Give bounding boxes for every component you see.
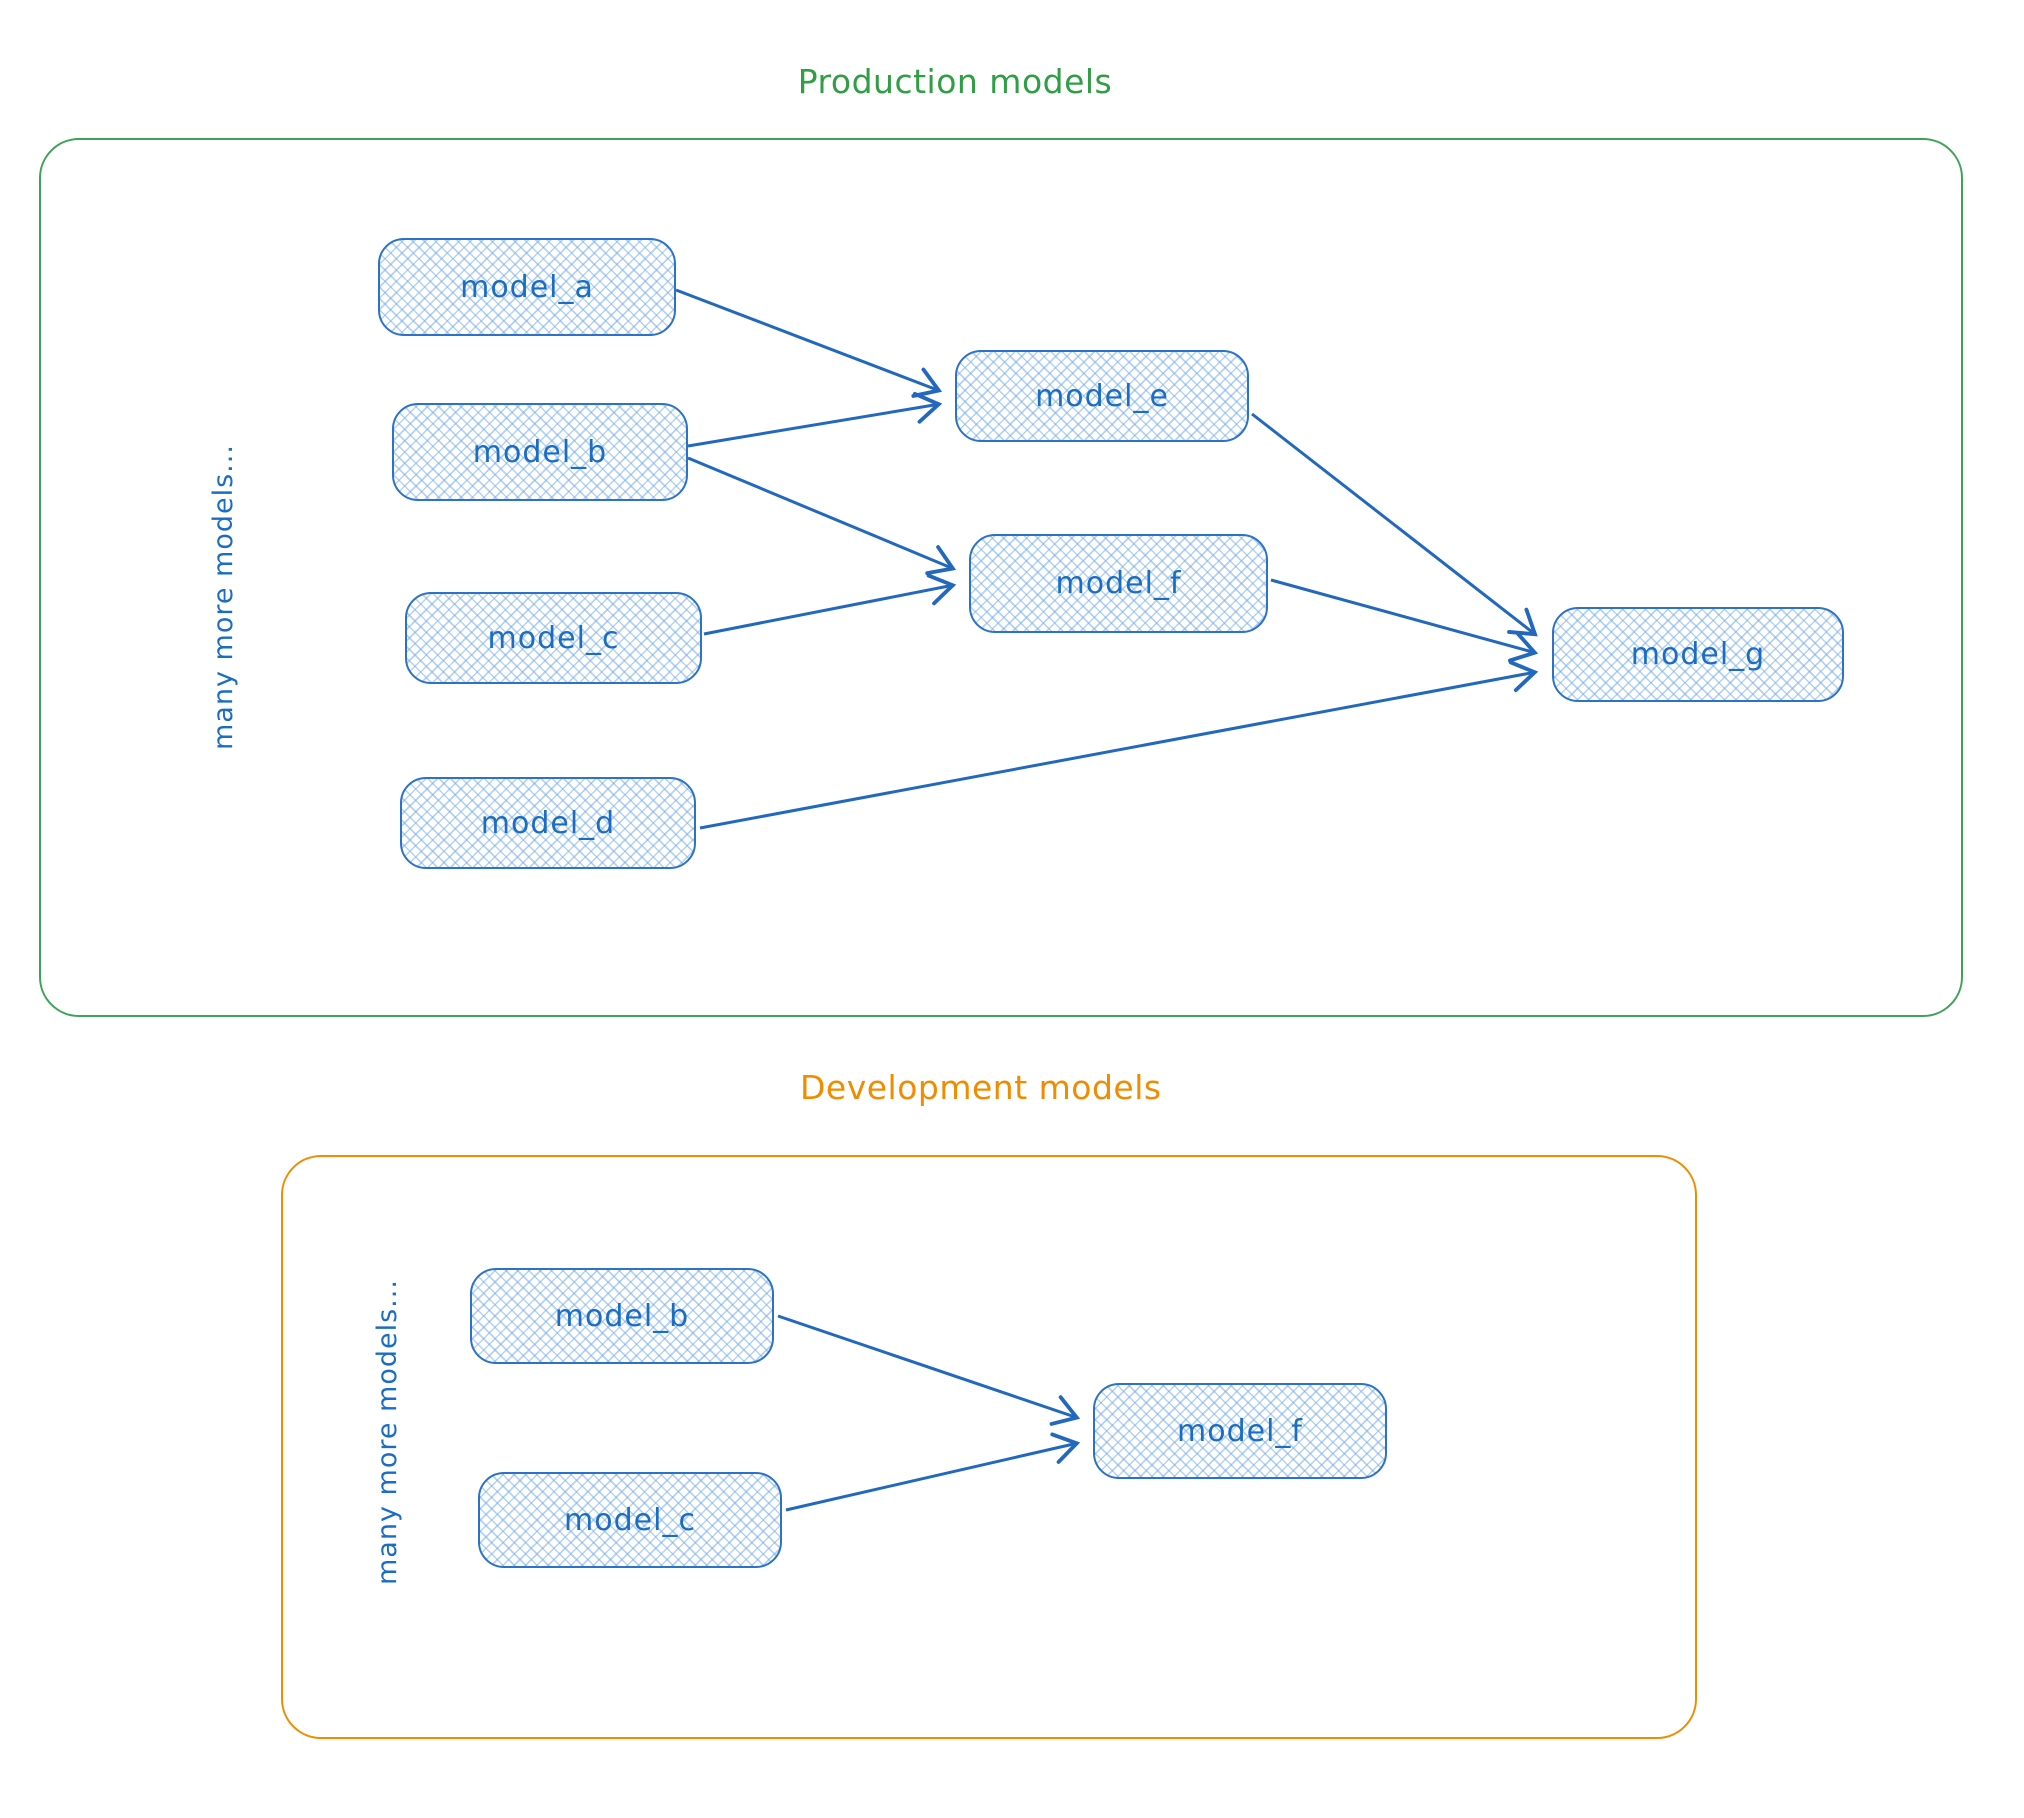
node-production-model-a: model_a <box>378 238 676 336</box>
node-development-model-c: model_c <box>478 1472 782 1568</box>
node-label: model_d <box>480 805 616 841</box>
node-label: model_b <box>554 1298 690 1334</box>
development-section-container <box>281 1155 1697 1739</box>
development-side-label: many more models... <box>372 1279 403 1585</box>
node-label: model_f <box>1177 1413 1303 1449</box>
node-production-model-c: model_c <box>405 592 702 684</box>
node-production-model-g: model_g <box>1552 607 1844 702</box>
production-section-container <box>39 138 1963 1017</box>
node-label: model_f <box>1055 566 1182 601</box>
node-production-model-b: model_b <box>392 403 688 501</box>
node-production-model-d: model_d <box>400 777 696 869</box>
node-label: model_c <box>564 1502 696 1538</box>
node-label: model_c <box>487 620 620 656</box>
node-label: model_b <box>472 434 608 470</box>
node-production-model-f: model_f <box>969 534 1268 633</box>
node-development-model-b: model_b <box>470 1268 774 1364</box>
development-section-title: Development models <box>800 1068 1162 1107</box>
production-side-label: many more models... <box>208 444 239 750</box>
node-production-model-e: model_e <box>955 350 1249 442</box>
node-label: model_g <box>1630 637 1766 672</box>
node-development-model-f: model_f <box>1093 1383 1387 1479</box>
node-label: model_a <box>460 269 594 305</box>
production-section-title: Production models <box>797 62 1113 101</box>
node-label: model_e <box>1035 378 1169 414</box>
